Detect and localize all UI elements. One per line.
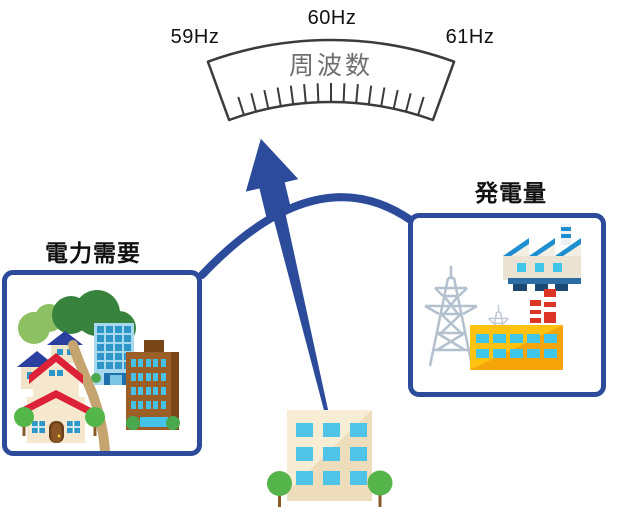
red-roof-house-icon (21, 353, 91, 443)
gauge-band (206, 38, 456, 122)
demand-box (2, 270, 202, 456)
generation-label: 発電量 (475, 180, 547, 206)
town-illustration (14, 290, 180, 451)
balance-beam-arc (198, 193, 413, 279)
office-building-icon (287, 410, 372, 501)
yellow-plant-icon (470, 325, 563, 370)
gauge-title: 周波数 (288, 52, 373, 80)
gauge-ticks (237, 83, 425, 116)
generation-box (408, 213, 606, 397)
needle-arrow-icon (245, 138, 329, 413)
pivot-trees-icon (267, 470, 393, 507)
demand-label: 電力需要 (45, 240, 141, 266)
factory-icon (503, 224, 581, 291)
power-plant-illustration (424, 224, 581, 370)
office-building-illustration (267, 410, 393, 507)
gauge-label-59hz: 59Hz (170, 26, 220, 48)
frequency-gauge (206, 38, 456, 122)
pylon-large-icon (424, 266, 478, 367)
chimneys-icon (530, 289, 556, 323)
small-trees-icon (14, 407, 105, 436)
gauge-label-60hz: 60Hz (307, 7, 357, 29)
brown-building-icon (126, 340, 180, 430)
gauge-label-61hz: 61Hz (445, 26, 495, 48)
